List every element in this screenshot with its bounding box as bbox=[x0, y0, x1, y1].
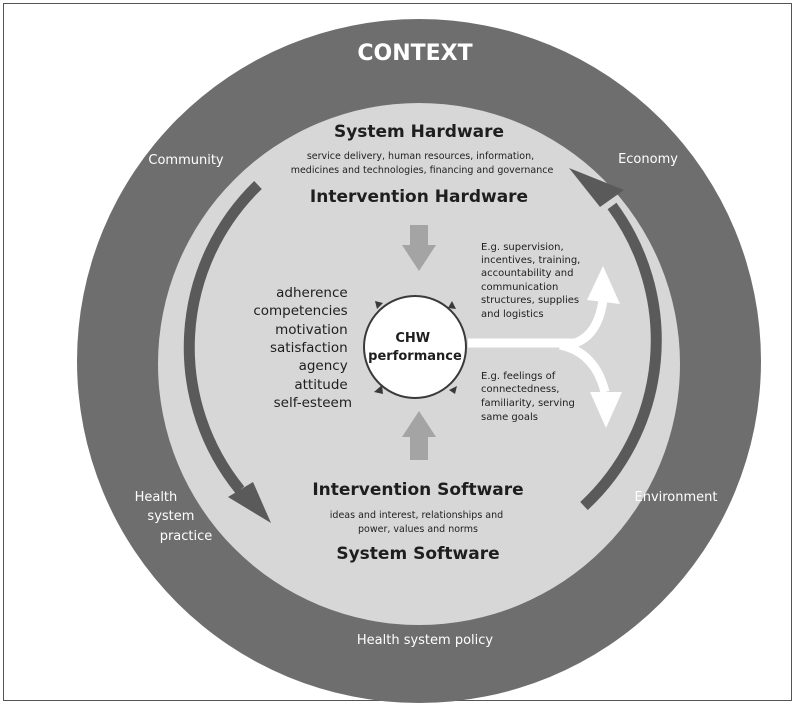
context-title: CONTEXT bbox=[357, 41, 472, 66]
circle-tick-top-right bbox=[448, 301, 456, 309]
fork-arrow-upper-head bbox=[587, 266, 620, 304]
hardware-down-arrow bbox=[402, 225, 436, 271]
intervention-hardware-title: Intervention Hardware bbox=[310, 187, 528, 207]
circle-tick-bottom-right bbox=[449, 386, 457, 394]
hardware-examples: E.g. supervision, incentives, training, … bbox=[481, 242, 584, 320]
left-cycle-arrowhead bbox=[228, 482, 271, 523]
health-system-policy-label: Health system policy bbox=[357, 633, 494, 648]
circle-tick-top-left bbox=[375, 301, 383, 309]
software-examples: E.g. feelings of connectedness, familiar… bbox=[481, 371, 578, 423]
intervention-software-description: ideas and interest, relationships and po… bbox=[330, 510, 506, 535]
system-software-title: System Software bbox=[336, 544, 499, 564]
software-up-arrow bbox=[402, 411, 436, 460]
community-label: Community bbox=[148, 153, 224, 168]
fork-arrow-stem bbox=[468, 299, 608, 348]
economy-label: Economy bbox=[618, 152, 678, 167]
system-hardware-title: System Hardware bbox=[334, 122, 504, 142]
intervention-software-title: Intervention Software bbox=[312, 480, 523, 500]
attributes-list: adherence competencies motivation satisf… bbox=[253, 285, 352, 411]
right-cycle-arrowhead bbox=[569, 168, 624, 207]
right-cycle-arrow bbox=[580, 202, 662, 511]
chw-performance-circle bbox=[363, 295, 467, 399]
fork-arrow-lower-branch bbox=[558, 340, 610, 394]
environment-label: Environment bbox=[634, 490, 717, 505]
fork-arrow-lower-head bbox=[590, 392, 622, 428]
circle-tick-bottom-left bbox=[374, 385, 383, 394]
left-cycle-arrow bbox=[183, 181, 262, 494]
system-hardware-description: service delivery, human resources, infor… bbox=[291, 151, 554, 176]
chw-performance-label: CHW performance bbox=[368, 331, 462, 364]
health-system-practice-label: Health system practice bbox=[135, 490, 213, 544]
